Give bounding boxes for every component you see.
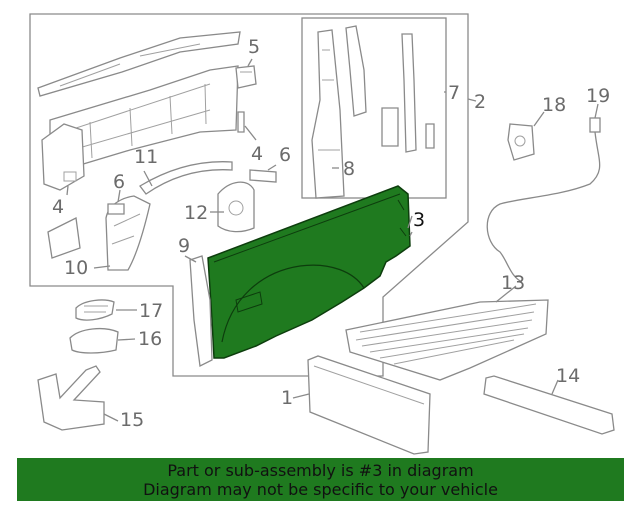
callout-1: 1: [281, 387, 293, 409]
wheelhouse-rail-11: [139, 161, 233, 195]
rail-14: [483, 375, 615, 435]
callout-6-right: 6: [279, 144, 291, 166]
bracket-15: [37, 365, 105, 431]
bed-floor-13: [345, 299, 549, 381]
bracket-4-lower: [47, 217, 81, 259]
bracket-6-left: [107, 203, 125, 215]
inner-wheelhouse-12: [217, 181, 255, 233]
callout-16: 16: [138, 328, 162, 350]
step-pad-17: [75, 299, 115, 321]
leader-lines: [66, 58, 599, 422]
rear-pillar: [381, 33, 435, 153]
callout-7: 7: [448, 82, 460, 104]
callout-4-upper: 4: [251, 143, 263, 165]
info-banner: Part or sub-assembly is #3 in diagram Di…: [17, 458, 624, 501]
tailgate-1: [307, 355, 431, 455]
assembly-group-2-outline: [29, 13, 469, 377]
step-bracket-16: [69, 327, 119, 354]
callout-11: 11: [134, 146, 158, 168]
bracket-6-right: [249, 169, 277, 183]
callout-18: 18: [542, 94, 566, 116]
callout-2: 2: [474, 91, 486, 113]
callout-4-lower: 4: [52, 196, 64, 218]
callout-5: 5: [248, 36, 260, 58]
lamp-18: [507, 123, 535, 161]
banner-line-2: Diagram may not be specific to your vehi…: [143, 479, 498, 499]
harness-19: [486, 117, 601, 283]
callout-13: 13: [501, 272, 525, 294]
bracket-4-upper: [237, 111, 245, 133]
callout-6-left: 6: [113, 171, 125, 193]
callout-12: 12: [184, 202, 208, 224]
callout-15: 15: [120, 409, 144, 431]
front-pillar-8: [311, 29, 345, 199]
corner-pillar-9: [189, 255, 213, 367]
callout-17: 17: [139, 300, 163, 322]
callout-8: 8: [343, 158, 355, 180]
side-panel-3-highlighted: [207, 185, 411, 359]
parts-diagram: 1 2 3 4 4 5 6 6 7 8 9 10 11 12 13 14 15 …: [29, 13, 615, 455]
callout-19: 19: [586, 85, 610, 107]
banner-line-1: Part or sub-assembly is #3 in diagram: [167, 460, 474, 480]
callout-10: 10: [64, 257, 88, 279]
callout-3: 3: [413, 209, 425, 231]
inner-panel-assembly: [37, 31, 241, 191]
bracket-5: [235, 65, 257, 89]
pillar-reinforcement: [345, 25, 367, 117]
callout-9: 9: [178, 235, 190, 257]
callout-14: 14: [556, 365, 580, 387]
